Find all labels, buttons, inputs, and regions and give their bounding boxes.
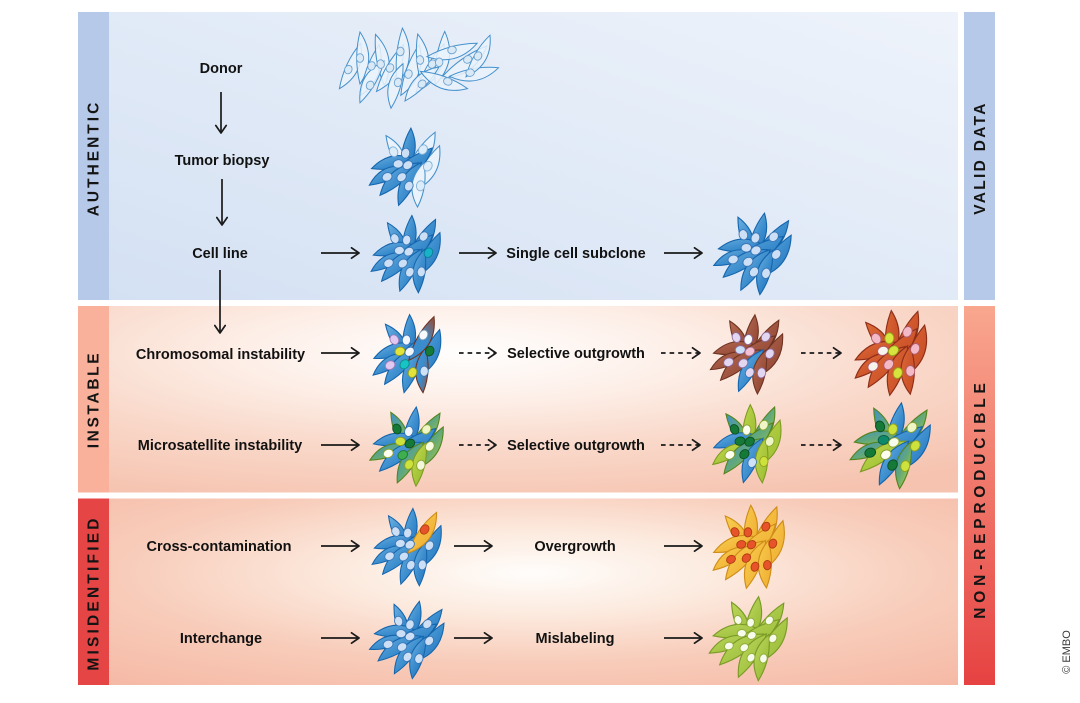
svg-text:NON-REPRODUCIBLE: NON-REPRODUCIBLE [972,378,989,618]
svg-text:Selective outgrowth: Selective outgrowth [507,438,645,454]
svg-text:Cross-contamination: Cross-contamination [146,539,291,555]
svg-text:Donor: Donor [200,61,243,77]
svg-text:MISIDENTIFIED: MISIDENTIFIED [86,515,103,670]
svg-text:VALID DATA: VALID DATA [972,101,989,214]
svg-text:Tumor biopsy: Tumor biopsy [175,153,270,169]
svg-text:Overgrowth: Overgrowth [534,539,615,555]
svg-text:Cell line: Cell line [192,246,248,262]
svg-text:© EMBO: © EMBO [1061,630,1073,674]
svg-text:AUTHENTIC: AUTHENTIC [86,100,103,217]
svg-text:Chromosomal instability: Chromosomal instability [136,347,305,363]
svg-text:Mislabeling: Mislabeling [536,631,615,647]
svg-text:Microsatellite instability: Microsatellite instability [138,438,302,454]
svg-text:Selective outgrowth: Selective outgrowth [507,346,645,362]
svg-text:Interchange: Interchange [180,631,262,647]
svg-text:Single cell subclone: Single cell subclone [506,246,645,262]
svg-text:INSTABLE: INSTABLE [86,351,103,449]
